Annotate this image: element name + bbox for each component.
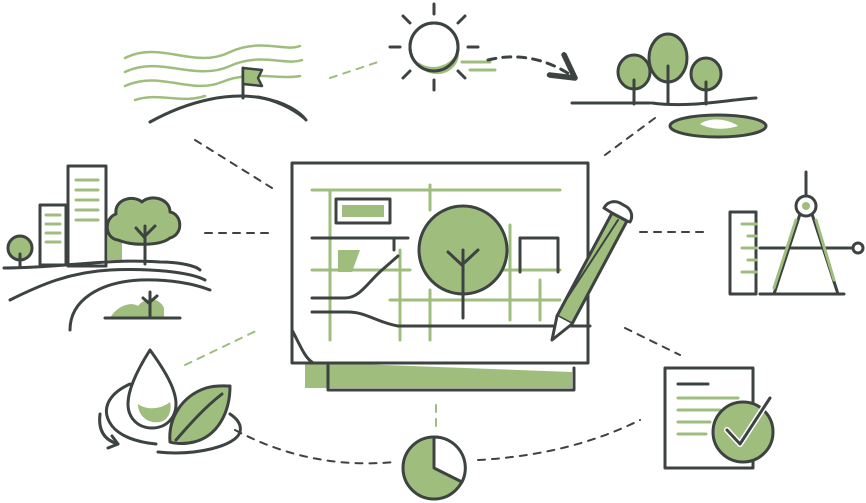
city-trees-icon [2, 164, 212, 332]
sun-icon [388, 2, 497, 92]
trees-park-icon [570, 32, 768, 139]
connector-hills-plan [194, 139, 273, 189]
sun-to-trees-arrow [486, 57, 575, 78]
connector-water-plan [184, 329, 259, 366]
connector-water-pie [234, 429, 396, 465]
connectors [184, 61, 709, 465]
landscape-flag-icon [123, 44, 308, 124]
pencil-icon [550, 200, 634, 342]
water-leaf-cycle-icon [98, 348, 242, 455]
connector-hills-sun [329, 61, 379, 79]
site-plan-blueprint-icon [290, 161, 592, 392]
checklist-document-icon [663, 366, 775, 470]
connector-pie-check [477, 419, 641, 461]
connector-check-plan [624, 327, 681, 356]
connector-trees-plan [604, 117, 656, 156]
ruler-compass-icon [728, 170, 865, 296]
pie-chart-icon [401, 435, 467, 501]
